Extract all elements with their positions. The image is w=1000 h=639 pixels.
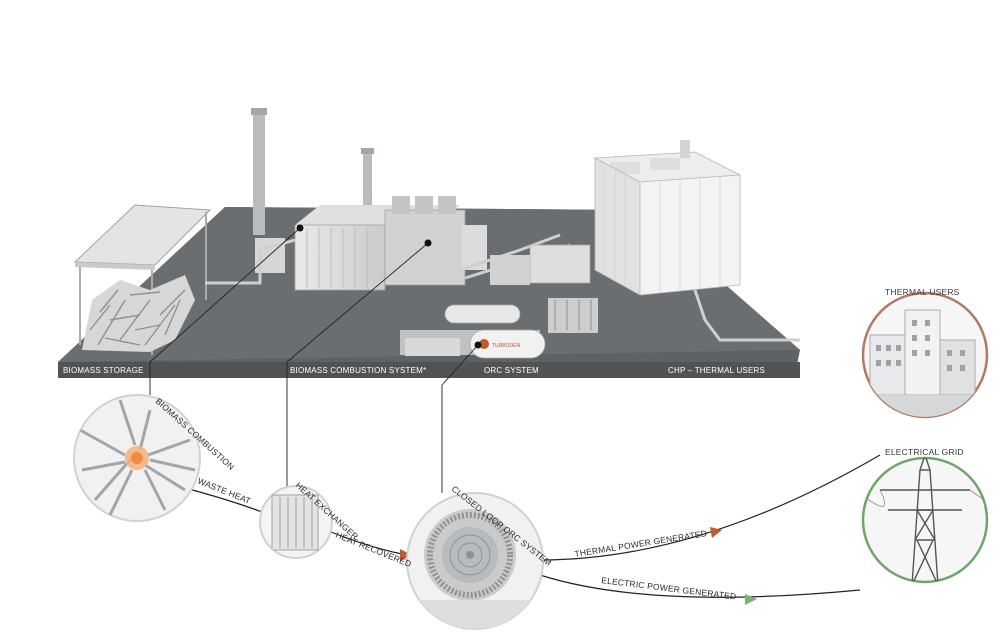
marker-combustion xyxy=(296,224,304,232)
label-chp-thermal-users: CHP – THERMAL USERS xyxy=(668,366,765,375)
label-waste-heat: WASTE HEAT xyxy=(196,476,252,506)
marker-heat-exchanger xyxy=(424,239,432,247)
chp-building xyxy=(593,140,742,296)
label-electric-power-generated: ELECTRIC POWER GENERATED xyxy=(601,575,737,601)
label-heat-recovered: HEAT RECOVERED xyxy=(334,530,413,570)
label-combustion-system: BIOMASS COMBUSTION SYSTEM* xyxy=(290,366,426,375)
chimney-short xyxy=(361,148,374,220)
label-orc-system: ORC SYSTEM xyxy=(484,366,539,375)
marker-orc xyxy=(474,341,482,349)
electrical-grid-circle xyxy=(861,456,989,584)
orc-unit: TURBODEN xyxy=(400,298,598,359)
brand-label: TURBODEN xyxy=(492,343,520,349)
flow-lines xyxy=(184,454,881,598)
turboden-logo-icon xyxy=(479,339,489,349)
biomass-combustion-circle xyxy=(73,394,201,522)
middle-equipment xyxy=(490,244,591,285)
arrow-thermal-power xyxy=(710,527,722,538)
arrow-electric-power xyxy=(745,594,757,605)
label-electrical-grid: ELECTRICAL GRID xyxy=(885,447,964,457)
label-biomass-storage: BIOMASS STORAGE xyxy=(63,366,144,375)
biomass-storage-shed xyxy=(73,204,212,355)
leader-lines xyxy=(149,227,479,493)
label-thermal-power-generated: THERMAL POWER GENERATED xyxy=(574,528,708,559)
heat-exchanger-circle xyxy=(259,485,333,559)
arrow-heat-recovered xyxy=(400,549,412,561)
orc-turbine-circle xyxy=(406,492,544,630)
thermal-users-circle xyxy=(861,291,989,419)
label-thermal-users: THERMAL USERS xyxy=(885,287,960,297)
chimney-tall xyxy=(251,108,267,235)
combustion-building xyxy=(255,196,487,291)
